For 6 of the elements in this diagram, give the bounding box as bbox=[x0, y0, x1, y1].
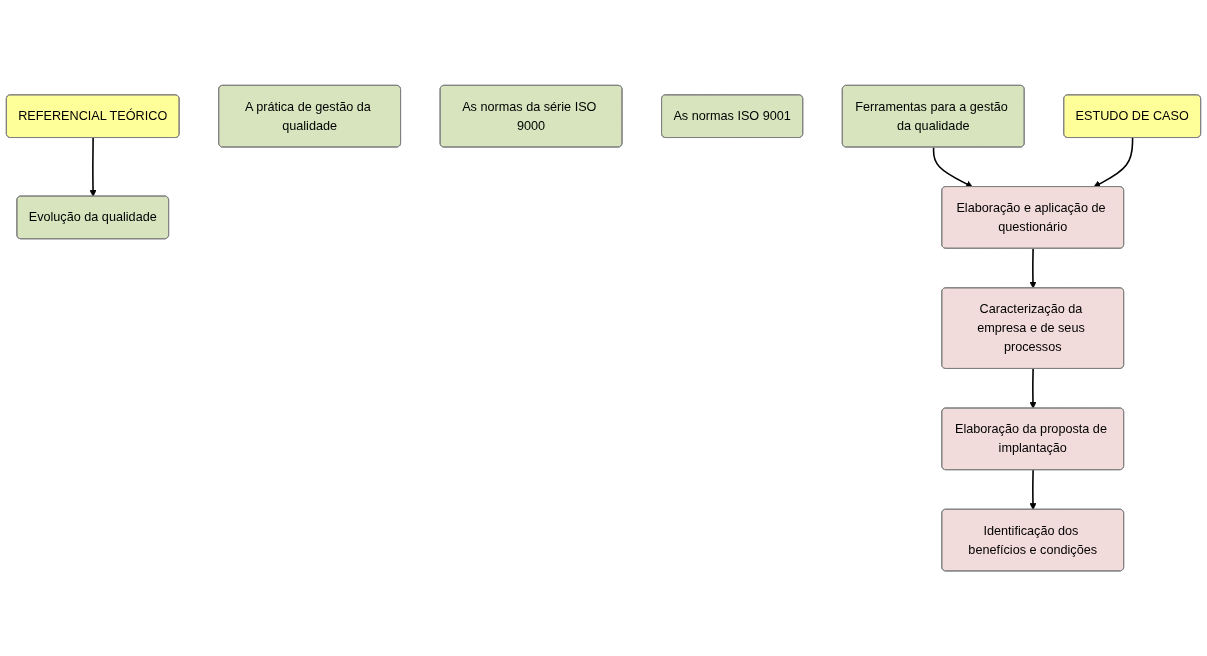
arrow bbox=[1093, 137, 1134, 188]
arrow bbox=[1029, 469, 1037, 510]
arrow bbox=[1029, 367, 1037, 409]
arrow bbox=[89, 137, 97, 197]
arrow bbox=[1029, 247, 1037, 289]
arrow bbox=[932, 146, 973, 188]
